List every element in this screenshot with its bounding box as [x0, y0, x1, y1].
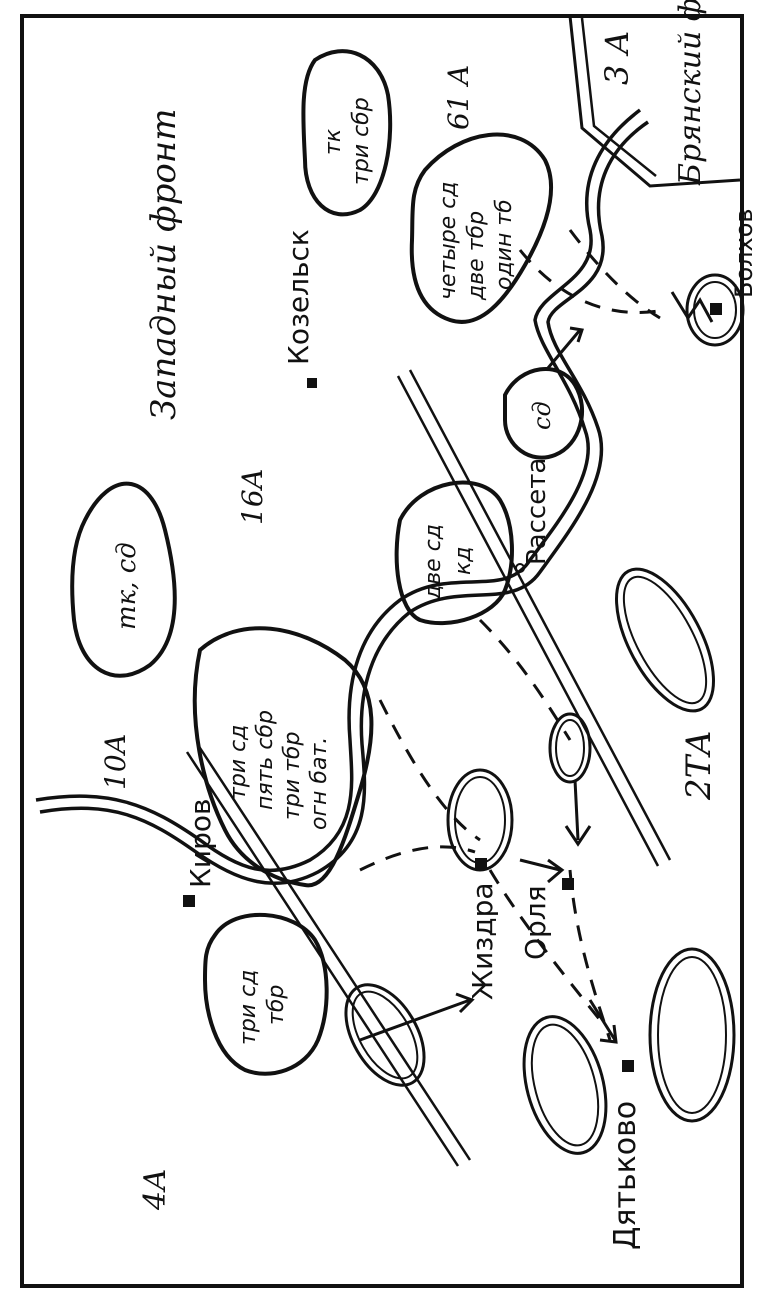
grouping-sd [503, 367, 585, 460]
grouping-dve-sd-kd [394, 480, 514, 626]
city-marker-kozelsk [307, 378, 317, 388]
city-marker-bolkhov [710, 303, 722, 315]
grouping-label-chetyre-sd: четыре сд две тбр один тб [436, 181, 517, 301]
city-label-bolkhov: Болхов [730, 208, 758, 298]
city-marker-kirov [183, 895, 195, 907]
bryansk-front-label: Брянский фронт [673, 0, 708, 186]
front-line [35, 108, 649, 886]
grouping-label-dve-sd-kd: две сд кд [421, 524, 476, 601]
city-label-orlya: Орля [519, 885, 552, 960]
grouping-tk-tri-sbr [301, 49, 393, 217]
city-label-zhizdra: Жиздра [466, 882, 499, 1000]
svg-text:три сд: три сд [226, 725, 251, 800]
bryansk-front-boundary [568, 15, 741, 188]
svg-text:тк: тк [321, 128, 346, 155]
city-label-dyatkovo: Дятьково [608, 1101, 643, 1250]
svg-text:один тб: один тб [492, 199, 517, 290]
grouping-label-tk-tri-sbr: тк три сбр [321, 97, 374, 185]
svg-text:две тбр: две тбр [464, 211, 489, 301]
city-label-kirov: Киров [184, 799, 217, 888]
attack-arrows [359, 291, 714, 1044]
svg-text:пять сбр: пять сбр [253, 710, 278, 810]
grouping-label-tk-sd: тк, сд [112, 542, 142, 630]
friendly-grouping-right-1 [615, 567, 715, 713]
army-label-61a: 61 А [442, 64, 475, 130]
svg-text:две сд: две сд [421, 524, 446, 601]
city-markers [183, 303, 722, 1072]
city-marker-orlya [562, 878, 574, 890]
grouping-tri-sd-tbr [202, 913, 329, 1076]
city-marker-zhizdra [475, 858, 487, 870]
bryansk-front-boundary-inner [580, 17, 657, 177]
svg-text:тбр: тбр [264, 985, 289, 1025]
grouping-chetyre-sd [409, 132, 554, 324]
friendly-grouping-kirov [344, 983, 426, 1087]
army-label-3a: 3 А [598, 30, 636, 85]
army-label-4a: 4А [138, 1168, 173, 1211]
grouping-tk-sd [70, 481, 177, 678]
attack-directions [359, 229, 666, 1041]
friendly-grouping-right-2 [648, 947, 736, 1123]
svg-text:три тбр: три тбр [280, 732, 305, 820]
map-frame [20, 14, 744, 1288]
grouping-tri-sd-pyat-sbr [192, 626, 374, 888]
svg-text:кд: кд [451, 547, 476, 576]
railway-lines [185, 369, 672, 1167]
svg-text:три сд: три сд [236, 970, 261, 1045]
grouping-label-tri-sd-tbr: три сд тбр [236, 970, 289, 1045]
grouping-label-sd: сд [528, 401, 556, 430]
grouping-label-tri-sd-pyat-sbr: три сд пять сбр три тбр огн бат. [226, 710, 332, 830]
city-marker-rasseta [515, 563, 525, 573]
army-label-10a: 10А [99, 733, 132, 790]
svg-text:огн бат.: огн бат. [307, 737, 332, 830]
friendly-grouping-left [522, 1015, 608, 1155]
svg-text:три сбр: три сбр [349, 97, 374, 185]
svg-text:четыре сд: четыре сд [436, 181, 461, 300]
army-label-2ta: 2ТА [679, 730, 719, 801]
city-marker-dyatkovo [622, 1060, 634, 1072]
city-label-kozelsk: Козельск [282, 229, 315, 365]
city-label-rasseta: Рассета [522, 458, 552, 565]
army-label-16a: 16А [236, 468, 269, 525]
western-front-label: Западный фронт [144, 109, 184, 420]
friendly-grouping-small [548, 712, 592, 784]
